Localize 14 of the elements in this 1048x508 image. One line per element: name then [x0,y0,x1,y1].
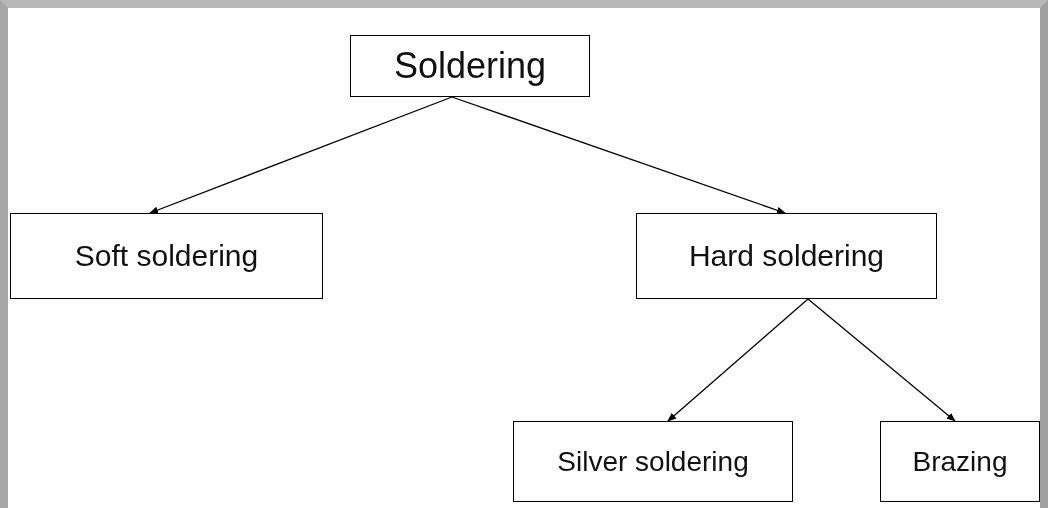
category-label: Hard soldering [688,239,885,273]
arrow [149,96,453,214]
category-box [513,421,793,502]
category-box [10,213,323,299]
category-label: Soft soldering [74,239,259,273]
category-box [636,213,937,299]
category-box [880,421,1040,502]
arrow [451,96,786,214]
category-label: Brazing [912,445,1008,478]
category-label: Soldering [393,45,547,87]
arrow [807,298,956,422]
arrow [667,298,809,422]
category-box [350,35,590,97]
category-label: Silver soldering [557,445,749,478]
